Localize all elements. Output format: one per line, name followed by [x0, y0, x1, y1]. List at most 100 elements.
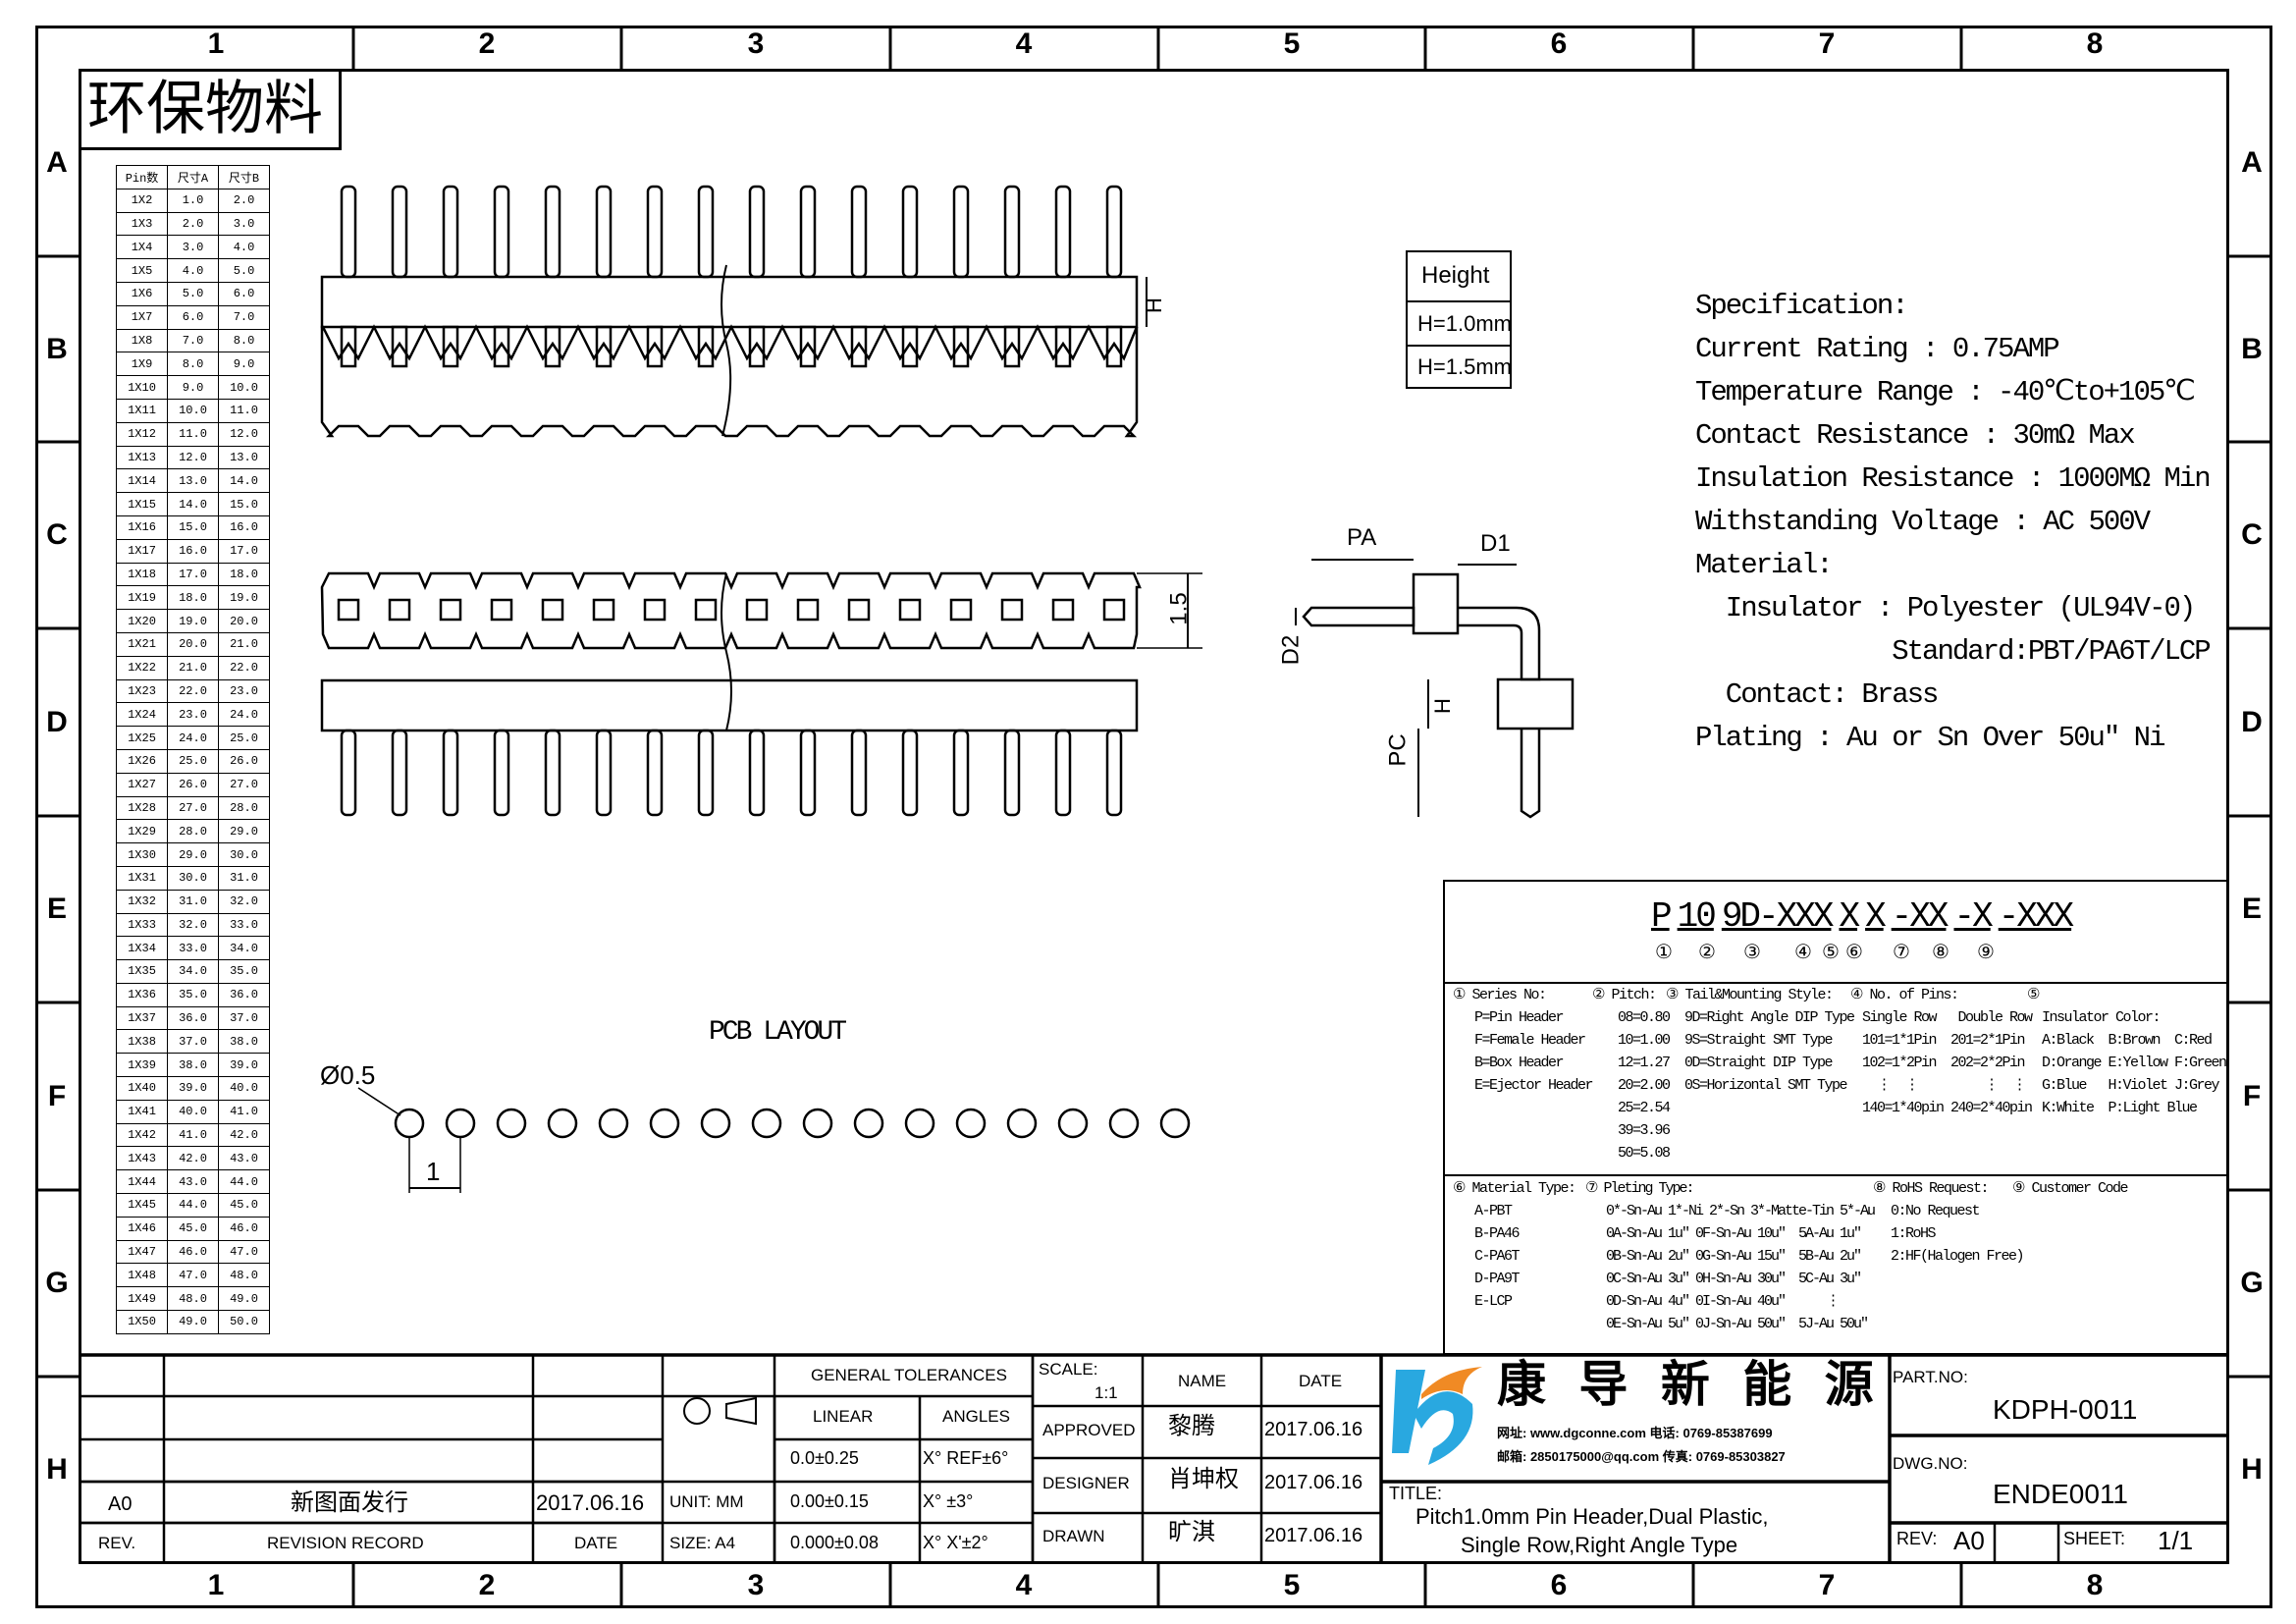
part-code-marker: ① — [1655, 942, 1673, 963]
table-cell: 26.0 — [167, 772, 219, 797]
pcb-hole — [904, 1108, 935, 1139]
sheet: 1/1 — [2158, 1526, 2194, 1555]
pin-square — [388, 598, 411, 622]
zone-column-label: 2 — [478, 27, 496, 60]
inner-border — [79, 69, 2229, 1564]
table-cell: 31.0 — [218, 865, 270, 891]
table-cell: 29.0 — [218, 819, 270, 844]
spec-line: Contact Resistance : 30mΩ Max — [1695, 419, 2136, 452]
table-cell: 1X5 — [116, 258, 168, 283]
zone-column-label: 3 — [747, 27, 765, 60]
table-cell: 34.0 — [218, 936, 270, 961]
table-header: 尺寸B — [218, 165, 270, 189]
table-cell: 4.0 — [218, 235, 270, 260]
table-header: Pin数 — [116, 165, 168, 189]
legend-title: ⑧ RoHS Request: — [1873, 1180, 1989, 1197]
table-cell: 34.0 — [167, 959, 219, 984]
table-cell: 12.0 — [218, 421, 270, 447]
table-cell: 41.0 — [167, 1122, 219, 1148]
table-cell: 6.0 — [167, 304, 219, 330]
legend-item: K:White P:Light Blue — [2042, 1100, 2198, 1116]
spec-line: Contact: Brass — [1695, 678, 1940, 711]
table-cell: 38.0 — [218, 1029, 270, 1055]
zone-column-label: 5 — [1283, 1569, 1301, 1601]
zone-column-label: 7 — [1818, 27, 1836, 60]
table-cell: 1X41 — [116, 1099, 168, 1124]
table-cell: 1X9 — [116, 352, 168, 377]
legend-item: 12=1.27 — [1618, 1055, 1671, 1071]
table-cell: 16.0 — [218, 514, 270, 540]
rev-label: REV: — [1896, 1529, 1938, 1548]
table-cell: 1X6 — [116, 281, 168, 306]
leader-line — [357, 1087, 401, 1116]
legend-item: 10=1.00 — [1618, 1032, 1671, 1049]
table-cell: 10.0 — [218, 375, 270, 400]
angle-tolerance: X° ±3° — [923, 1491, 974, 1511]
pin-square — [643, 598, 667, 622]
approved-name: 黎腾 — [1168, 1412, 1215, 1439]
side-body-lower — [1496, 677, 1575, 731]
table-cell: 1X18 — [116, 562, 168, 587]
zone-column-label: 6 — [1550, 27, 1568, 60]
name-header: NAME — [1178, 1372, 1227, 1390]
pcb-hole — [700, 1108, 731, 1139]
part-code-segment: P — [1651, 896, 1673, 937]
legend-item: A:Black B:Brown C:Red — [2042, 1032, 2213, 1049]
legend-item: Insulator Color: — [2042, 1009, 2162, 1026]
pcb-hole — [1159, 1108, 1191, 1139]
designer-name: 肖坤权 — [1168, 1465, 1239, 1492]
table-cell: 21.0 — [167, 655, 219, 680]
linear-tolerance: 0.0±0.25 — [790, 1448, 859, 1468]
legend-item: F=Female Header — [1474, 1032, 1586, 1049]
eco-stamp-text: 环保物料 — [87, 75, 323, 143]
projection-symbol-icon — [725, 1396, 757, 1426]
spec-line: Current Rating : 0.75AMP — [1695, 333, 2060, 365]
table-cell: 2.0 — [167, 211, 219, 237]
legend-item: P=Pin Header — [1474, 1009, 1565, 1026]
zone-column-label: 3 — [747, 1569, 765, 1601]
zone-column-label: 1 — [207, 1569, 225, 1601]
spec-line: Insulation Resistance : 1000MΩ Min — [1695, 462, 2212, 495]
table-cell: 2.0 — [218, 188, 270, 213]
table-cell: 24.0 — [218, 702, 270, 728]
table-cell: 31.0 — [167, 889, 219, 914]
table-cell: 1X23 — [116, 678, 168, 704]
revision-record-value: 新图面发行 — [291, 1489, 408, 1516]
spec-line: Withstanding Voltage : AC 500V — [1695, 506, 2151, 538]
zone-row-label: F — [2242, 1080, 2262, 1112]
table-cell: 27.0 — [218, 772, 270, 797]
table-cell: 36.0 — [167, 1005, 219, 1031]
table-cell: 27.0 — [167, 795, 219, 821]
zone-column-label: 5 — [1283, 27, 1301, 60]
part-code-segment: -XX — [1891, 896, 1949, 937]
header-body-lower — [320, 324, 1139, 438]
legend-item: 0C-Sn-Au 3u" 0H-Sn-Au 30u" 5C-Au 3u" — [1606, 1271, 1862, 1287]
angle-tolerance: X° REF±6° — [923, 1448, 1009, 1468]
legend-item: D:Orange E:Yellow F:Green — [2042, 1055, 2227, 1071]
table-cell: 1X15 — [116, 492, 168, 516]
table-cell: 13.0 — [167, 468, 219, 494]
table-cell: 45.0 — [218, 1193, 270, 1218]
side-pin-horizontal — [1302, 606, 1415, 627]
table-cell: 25.0 — [218, 726, 270, 750]
legend-item: 9S=Straight SMT Type — [1684, 1032, 1834, 1049]
pcb-hole — [1006, 1108, 1038, 1139]
zone-row-label: G — [45, 1267, 69, 1299]
